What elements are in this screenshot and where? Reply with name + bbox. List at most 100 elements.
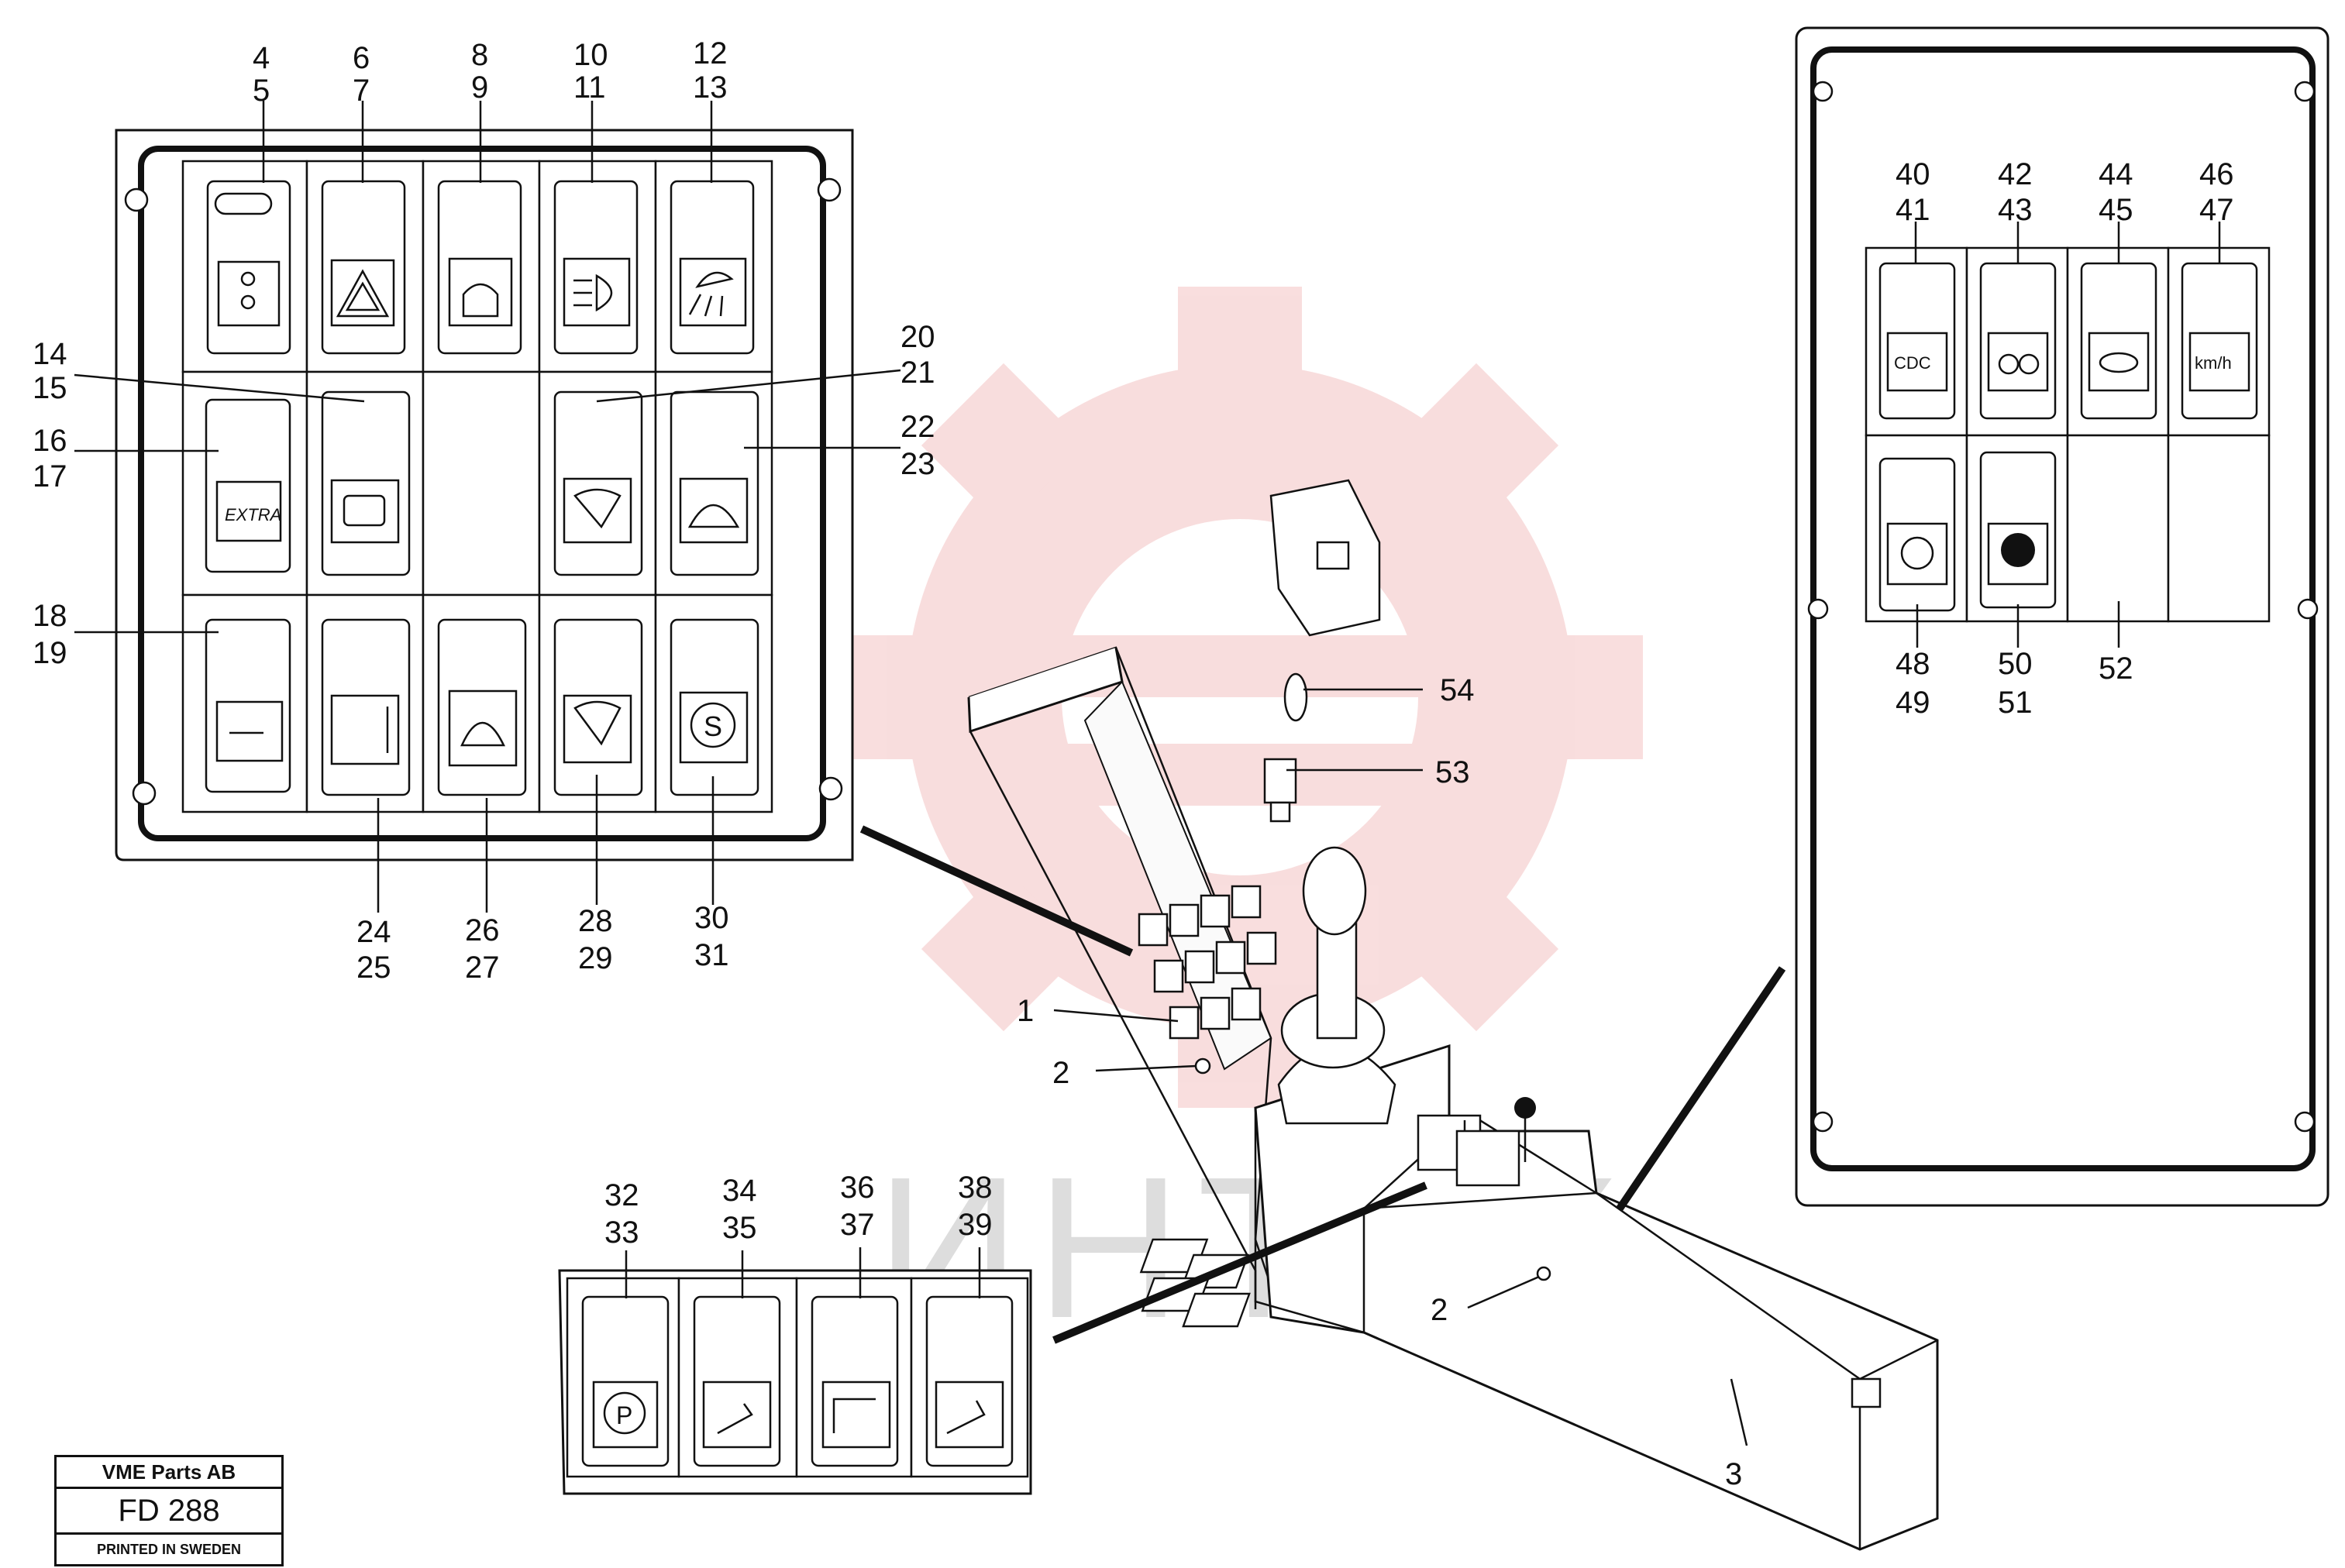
callout-2-lower: 2	[1431, 1293, 1448, 1327]
rotation-icon	[2099, 352, 2139, 373]
callout-4: 4	[253, 41, 270, 75]
callout-19: 19	[33, 636, 67, 670]
callout-16: 16	[33, 424, 67, 458]
callout-45: 45	[2099, 193, 2133, 227]
cdc-label: CDC	[1894, 353, 1931, 373]
left-leaders	[74, 101, 901, 913]
callout-35: 35	[722, 1211, 757, 1245]
rocker-switch-part	[1269, 479, 1381, 637]
callout-54: 54	[1440, 673, 1475, 707]
parking-label: P	[616, 1401, 632, 1429]
callout-29: 29	[578, 941, 613, 975]
callout-7: 7	[353, 74, 370, 108]
callout-18: 18	[33, 599, 67, 633]
right-switch-panel: CDC km/h 40 41 42 43 44	[1795, 26, 2330, 1207]
callout-23: 23	[900, 447, 935, 481]
callout-34: 34	[722, 1174, 757, 1208]
switch-row-2: EXTRA	[181, 370, 773, 597]
callout-52: 52	[2099, 652, 2133, 686]
callout-12: 12	[693, 36, 728, 70]
callout-3: 3	[1725, 1457, 1742, 1491]
left-callouts: 4 5 6 7 8 9 10 11 12 13 14 15 16 17 18 1…	[33, 36, 935, 985]
indicator-lamp-icon	[214, 192, 273, 215]
cdc-icon	[1886, 332, 1948, 392]
switch-cell-blank	[2167, 434, 2271, 623]
callout-51: 51	[1998, 686, 2033, 720]
bulb-part	[1283, 672, 1308, 722]
callout-20: 20	[900, 320, 935, 354]
front-wiper-icon	[573, 488, 622, 529]
callout-47: 47	[2199, 193, 2234, 227]
callout-43: 43	[1998, 193, 2033, 227]
boom-kickout-icon	[832, 1398, 876, 1433]
beacon-light-icon	[462, 283, 499, 318]
callout-17: 17	[33, 459, 67, 493]
callout-9: 9	[471, 70, 488, 105]
callout-8: 8	[471, 38, 488, 72]
bucket-control-icon	[717, 1403, 753, 1435]
callout-2-upper: 2	[1052, 1056, 1069, 1090]
engine-brake-icon	[1900, 536, 1934, 570]
kmh-label: km/h	[2195, 353, 2232, 373]
callout-22: 22	[900, 410, 935, 444]
callout-32: 32	[604, 1178, 639, 1212]
rear-defroster-icon	[460, 721, 505, 747]
horn-icon	[215, 700, 284, 762]
parking-brake-icon	[603, 1391, 646, 1435]
switch-row-1	[181, 160, 773, 373]
svg-text:S: S	[704, 710, 722, 742]
callout-31: 31	[694, 938, 729, 972]
callout-27: 27	[465, 951, 500, 985]
arrow-up-icon	[2001, 533, 2035, 567]
switch-row-3: S	[181, 593, 773, 813]
operator-console: 1 2 2 3 53 54	[859, 479, 1939, 1551]
callout-28: 28	[578, 904, 613, 938]
switch-cell-empty	[422, 370, 541, 597]
callout-48: 48	[1896, 647, 1930, 681]
callout-25: 25	[356, 951, 391, 985]
callout-41: 41	[1896, 193, 1930, 227]
callout-33: 33	[604, 1216, 639, 1250]
connector-icon	[1851, 1377, 1882, 1408]
callout-39: 39	[958, 1208, 993, 1242]
callout-42: 42	[1998, 157, 2033, 191]
title-block: VME Parts AB FD 288 PRINTED IN SWEDEN	[54, 1455, 284, 1566]
left-switch-panel: EXTRA	[74, 101, 901, 913]
callout-38: 38	[958, 1171, 993, 1205]
callout-50: 50	[1998, 647, 2033, 681]
return-to-dig-icon	[946, 1400, 986, 1435]
washer-wiper-icon	[687, 504, 740, 528]
company-name: VME Parts AB	[57, 1457, 281, 1489]
work-light-icon	[695, 271, 734, 288]
socket-part	[1263, 758, 1297, 823]
callout-5: 5	[253, 74, 270, 108]
callout-49: 49	[1896, 686, 1930, 720]
callout-21: 21	[900, 356, 935, 390]
speed-icon	[2188, 332, 2250, 392]
callout-30: 30	[694, 901, 729, 935]
callout-10: 10	[573, 38, 608, 72]
callout-15: 15	[33, 371, 67, 405]
callout-26: 26	[465, 913, 500, 947]
switch-cell-52	[2066, 434, 2170, 623]
callout-14: 14	[33, 337, 67, 371]
callout-13: 13	[693, 70, 728, 105]
callout-46: 46	[2199, 157, 2234, 191]
callout-6: 6	[353, 41, 370, 75]
bottom-switch-panel: P 32 33 34 35 36 37 38 39	[558, 1171, 1032, 1495]
rear-wiper-icon	[573, 700, 622, 746]
pump-pressure-icon	[217, 260, 281, 327]
callout-36: 36	[840, 1171, 875, 1205]
joystick	[1277, 846, 1396, 1125]
callout-44: 44	[2099, 157, 2133, 191]
gear-shift-icon	[1998, 353, 2020, 375]
extra-label: EXTRA	[225, 505, 281, 524]
lever-cluster	[1417, 1097, 1536, 1187]
callout-1: 1	[1017, 994, 1034, 1028]
callout-40: 40	[1896, 157, 1930, 191]
callout-37: 37	[840, 1208, 875, 1242]
callout-11: 11	[573, 70, 606, 105]
headlight-icon	[595, 273, 613, 312]
extra-function-icon	[215, 480, 282, 542]
